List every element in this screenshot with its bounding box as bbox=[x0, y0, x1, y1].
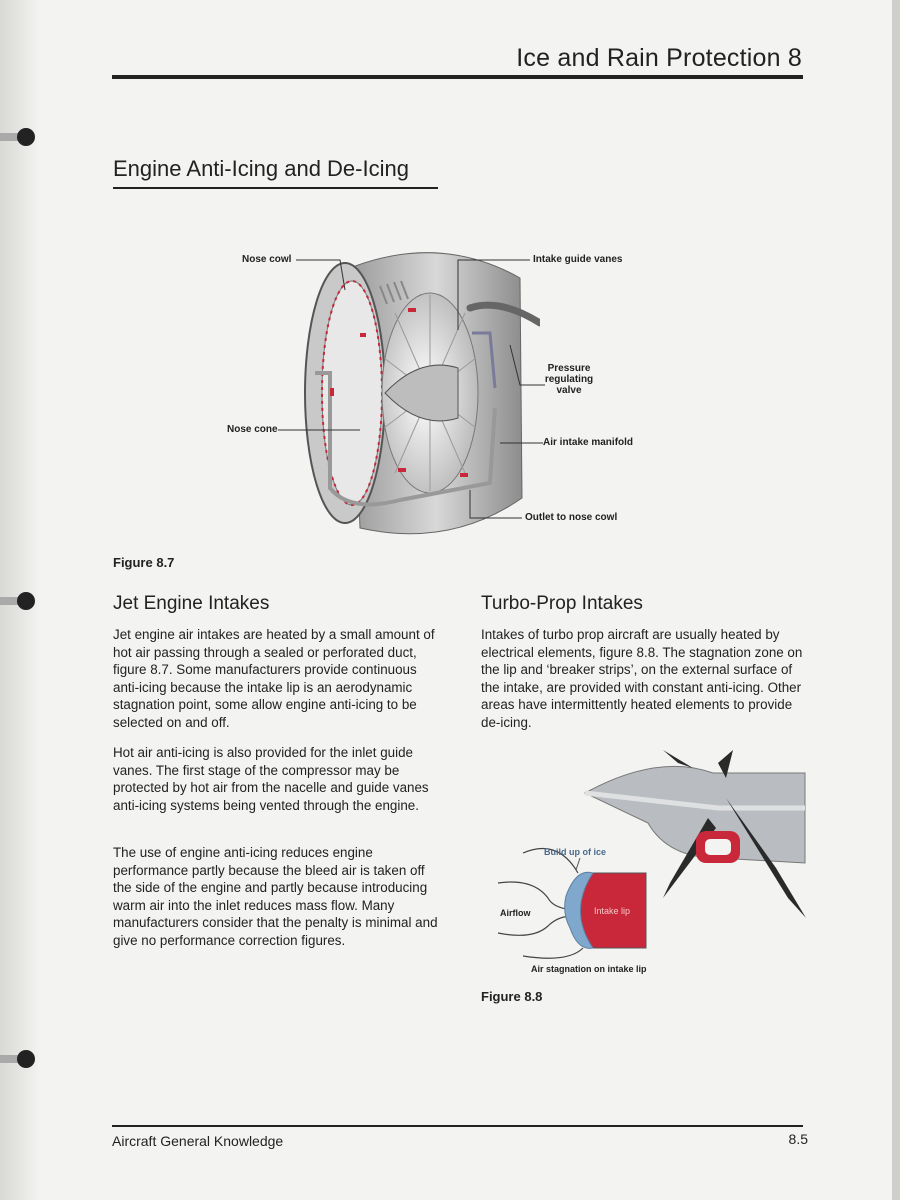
binder-ring-icon bbox=[0, 128, 35, 146]
callout-intake-guide-vanes: Intake guide vanes bbox=[533, 254, 623, 265]
callout-pressure-regulating-valve: Pressure regulating valve bbox=[544, 363, 594, 396]
engine-cutaway-illustration bbox=[304, 252, 540, 535]
section-rule bbox=[113, 187, 438, 189]
turboprop-intakes-heading: Turbo-Prop Intakes bbox=[481, 593, 643, 614]
figure-8-7-caption: Figure 8.7 bbox=[113, 555, 175, 570]
chapter-title: Ice and Rain Protection 8 bbox=[516, 44, 802, 72]
label-build-up-of-ice: Build up of ice bbox=[544, 847, 606, 857]
label-intake-lip: Intake lip bbox=[594, 906, 631, 916]
jet-paragraph-1: Jet engine air intakes are heated by a s… bbox=[113, 627, 435, 730]
callout-air-intake-manifold: Air intake manifold bbox=[543, 437, 634, 448]
callout-outlet-to-nose-cowl: Outlet to nose cowl bbox=[525, 512, 618, 523]
footer-rule bbox=[112, 1125, 803, 1127]
footer-book-title: Aircraft General Knowledge bbox=[112, 1133, 284, 1149]
page-number: 8.5 bbox=[788, 1131, 808, 1147]
binder-ring-icon bbox=[0, 1050, 35, 1068]
callout-nose-cone: Nose cone bbox=[227, 424, 278, 435]
figure-8-7-leader-lines bbox=[278, 259, 545, 519]
section-title: Engine Anti-Icing and De-Icing bbox=[113, 156, 409, 181]
page-edge bbox=[892, 0, 900, 1200]
turboprop-intake-illustration bbox=[497, 750, 806, 959]
label-air-stagnation: Air stagnation on intake lip bbox=[531, 964, 647, 974]
binder-ring-icon bbox=[0, 592, 35, 610]
jet-paragraph-3: The use of engine anti-icing reduces eng… bbox=[113, 845, 438, 948]
label-airflow: Airflow bbox=[500, 908, 531, 918]
jet-intakes-heading: Jet Engine Intakes bbox=[113, 593, 270, 614]
figure-8-8-caption: Figure 8.8 bbox=[481, 989, 543, 1004]
turboprop-paragraph-1: Intakes of turbo prop aircraft are usual… bbox=[481, 627, 803, 730]
jet-paragraph-2: Hot air anti-icing is also provided for … bbox=[113, 745, 429, 813]
callout-nose-cowl: Nose cowl bbox=[242, 254, 292, 265]
header-rule bbox=[112, 75, 803, 79]
